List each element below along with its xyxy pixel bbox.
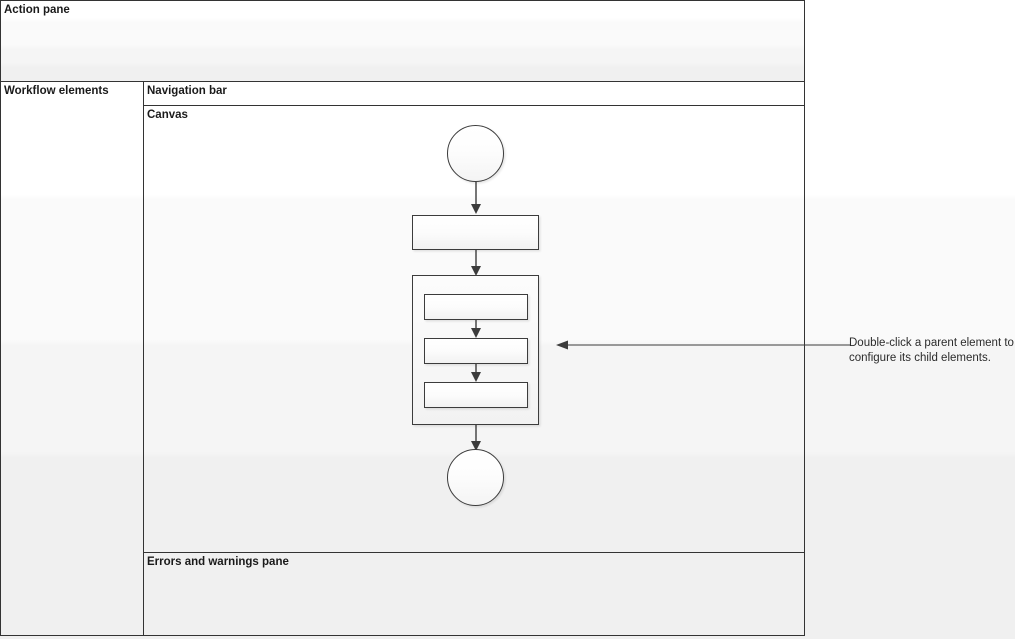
- connector-parent-to-end: [471, 425, 481, 451]
- action-pane-label: Action pane: [4, 4, 70, 16]
- workflow-node-child-element-2[interactable]: [424, 338, 528, 364]
- workflow-node-start[interactable]: [447, 125, 504, 182]
- connector-task-1-to-parent: [471, 250, 481, 276]
- workflow-editor-column: Navigation bar Canvas: [144, 82, 804, 635]
- callout-text-line-2: configure its child elements.: [849, 352, 991, 364]
- callout-text-line-1: Double-click a parent element to: [849, 337, 1014, 349]
- canvas-pane[interactable]: Canvas: [144, 106, 804, 553]
- canvas-label: Canvas: [147, 109, 188, 121]
- navigation-bar-label: Navigation bar: [147, 85, 227, 97]
- connector-start-to-task-1: [471, 182, 481, 214]
- connector-child-2-to-child-3: [471, 364, 481, 382]
- workflow-node-child-element-3[interactable]: [424, 382, 528, 408]
- callout-text: Double-click a parent element to configu…: [849, 336, 1015, 366]
- workflow-elements-pane[interactable]: Workflow elements: [1, 82, 144, 635]
- callout-leader-line-arrow-icon: [556, 340, 851, 350]
- workflow-elements-label: Workflow elements: [4, 85, 109, 97]
- action-pane[interactable]: Action pane: [1, 1, 804, 82]
- connector-child-1-to-child-2: [471, 320, 481, 338]
- workflow-node-end[interactable]: [447, 449, 504, 506]
- workflow-node-task-1[interactable]: [412, 215, 539, 250]
- workflow-node-child-element-1[interactable]: [424, 294, 528, 320]
- errors-and-warnings-pane[interactable]: Errors and warnings pane: [144, 553, 804, 635]
- application-frame: Action pane Workflow elements Navigation…: [0, 0, 805, 636]
- navigation-bar[interactable]: Navigation bar: [144, 82, 804, 106]
- errors-and-warnings-label: Errors and warnings pane: [147, 556, 289, 568]
